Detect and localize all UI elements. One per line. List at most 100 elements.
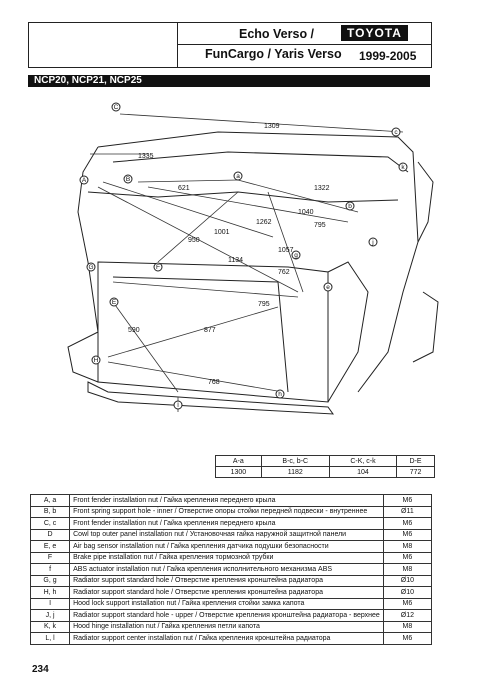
spec-description: Radiator support standard hole / Отверст… — [69, 574, 384, 587]
point-b: b — [348, 203, 352, 210]
point-I: I — [177, 402, 179, 409]
bumper-reinforcement — [87, 381, 335, 415]
spec-description: Air bag sensor installation nut / Гайка … — [69, 540, 384, 553]
spec-description: Radiator support standard hole - upper /… — [69, 609, 384, 622]
spec-size: M8 — [382, 563, 433, 576]
dim-1309: 1309 — [264, 123, 280, 130]
spec-description: Hood hinge installation nut / Гайка креп… — [69, 620, 384, 633]
spec-code: D — [29, 528, 71, 541]
point-F: F — [156, 264, 160, 271]
dim-line-1262 — [102, 181, 274, 238]
point-h: h — [278, 391, 282, 398]
spec-description: Front fender installation nut / Гайка кр… — [69, 494, 384, 507]
spec-code: C, c — [29, 517, 71, 530]
dim-762: 762 — [278, 269, 290, 276]
apron-line — [87, 191, 399, 203]
point-E: E — [112, 299, 117, 306]
dims-header: C-K, c-k — [328, 455, 398, 467]
spec-code: f — [29, 563, 71, 576]
point-C: C — [114, 104, 119, 111]
dims-header: A-a — [215, 455, 262, 467]
section-bar: NCP20, NCP21, NCP25 — [28, 75, 430, 87]
spec-code: I — [29, 597, 71, 610]
spec-code: H, h — [29, 586, 71, 599]
point-H: H — [94, 357, 99, 364]
body-outline-right — [97, 131, 419, 393]
dims-header-row: A-a B-c, b-C C-K, c-k D-E — [215, 455, 435, 467]
dim-1134: 1134 — [228, 257, 243, 264]
point-B: B — [126, 176, 130, 183]
spec-code: E, e — [29, 540, 71, 553]
dim-line-950 — [157, 191, 239, 263]
spec-size: M6 — [382, 517, 433, 530]
point-a: a — [236, 173, 240, 180]
spec-description: Hood lock support installation nut / Гай… — [69, 597, 384, 610]
dim-1335: 1335 — [138, 153, 154, 160]
spec-size: M8 — [382, 540, 433, 553]
left-lower-member — [67, 331, 99, 383]
dim-795: 795 — [314, 222, 326, 229]
right-lower-member — [327, 261, 369, 403]
dim-1057: 1057 — [278, 247, 294, 254]
point-k: k — [401, 164, 405, 171]
body-outline-left — [77, 146, 99, 333]
model-line1: Echo Verso / — [239, 27, 315, 41]
dim-line-1001 — [97, 186, 299, 293]
spec-size: M6 — [382, 551, 433, 564]
dimensions-table: A-a B-c, b-C C-K, c-k D-E 1300 1182 104 … — [215, 455, 435, 478]
spec-description: Front spring support hole - inner / Отве… — [69, 505, 384, 518]
spec-size: Ø10 — [382, 574, 433, 587]
spec-code: F — [29, 551, 71, 564]
section-title: NCP20, NCP21, NCP25 — [34, 75, 142, 86]
spec-code: J, j — [29, 609, 71, 622]
spec-size: M6 — [382, 597, 433, 610]
dims-value: 104 — [328, 466, 398, 478]
spec-description: Radiator support center installation nut… — [69, 632, 384, 645]
dim-line-1322 — [137, 179, 239, 183]
radiator-inner-frame — [112, 276, 289, 393]
spec-description: Front fender installation nut / Гайка кр… — [69, 517, 384, 530]
dims-header: B-c, b-C — [260, 455, 330, 467]
dim-950: 950 — [188, 237, 200, 244]
spec-size: Ø11 — [382, 505, 433, 518]
dim-768: 768 — [208, 379, 220, 386]
spec-description: Brake pipe installation nut / Гайка креп… — [69, 551, 384, 564]
spec-size: M6 — [382, 528, 433, 541]
dim-line-877 — [107, 306, 279, 358]
page-number: 234 — [32, 664, 49, 675]
spec-code: A, a — [29, 494, 71, 507]
point-j: j — [371, 239, 373, 246]
header-divider — [177, 44, 431, 45]
model-line2: FunCargo / Yaris Verso — [205, 47, 342, 61]
body-dimension-diagram: 1309 1335 1322 1040 795 1262 1001 762 79… — [67, 102, 439, 415]
dim-line-762 — [112, 281, 299, 298]
dim-1040: 1040 — [298, 209, 314, 216]
point-A: A — [82, 177, 87, 184]
dims-value: 1182 — [260, 466, 330, 478]
page-header: Echo Verso / FunCargo / Yaris Verso TOYO… — [28, 22, 432, 68]
dim-line-1040 — [237, 179, 359, 213]
dims-value: 1300 — [215, 466, 262, 478]
dims-value: 772 — [396, 466, 435, 478]
spec-size: M8 — [382, 620, 433, 633]
spec-size: Ø12 — [382, 609, 433, 622]
spec-code: G, g — [29, 574, 71, 587]
spec-size: M6 — [382, 494, 433, 507]
dim-877: 877 — [204, 327, 216, 334]
cowl-line — [112, 151, 409, 173]
dim-line-768 — [107, 361, 284, 393]
right-wheelhouse — [412, 291, 439, 363]
spec-code: L, l — [29, 632, 71, 645]
dims-header: D-E — [396, 455, 435, 467]
